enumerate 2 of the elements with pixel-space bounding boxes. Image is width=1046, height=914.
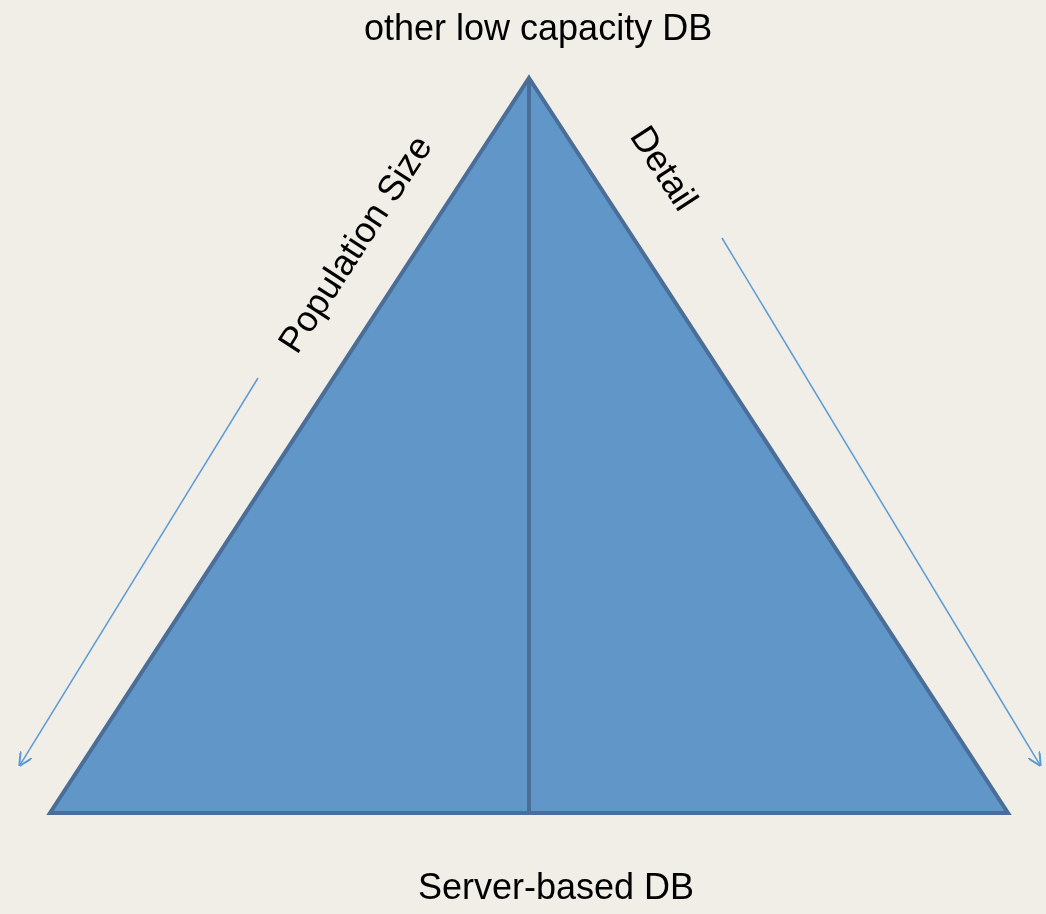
heading-text: other low capacity DB (364, 10, 713, 46)
base-label: Server-based DB (418, 869, 695, 905)
